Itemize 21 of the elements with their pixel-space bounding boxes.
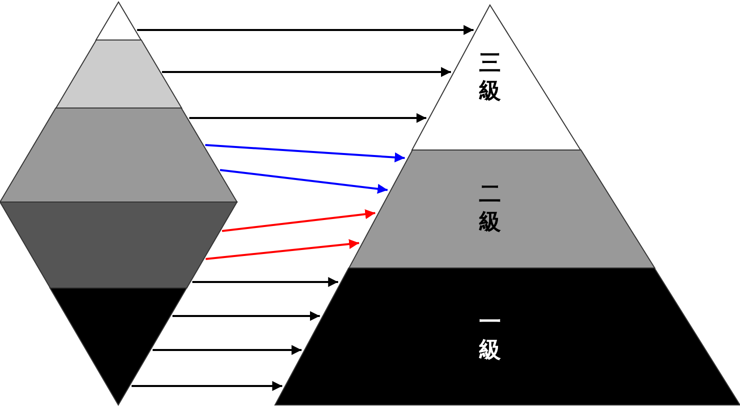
arrow	[222, 209, 376, 232]
pyramid-level	[412, 5, 581, 150]
arrow	[206, 239, 360, 260]
arrow	[192, 277, 338, 287]
diamond-band	[0, 202, 237, 288]
arrow	[152, 345, 302, 355]
level-label: 三級	[478, 50, 502, 106]
diamond-tip	[50, 288, 187, 405]
diamond-band	[0, 108, 237, 202]
pyramid-level	[275, 268, 740, 405]
level-label: 二級	[478, 181, 502, 237]
pyramid-level	[348, 150, 654, 268]
arrow	[189, 113, 426, 123]
arrow	[132, 381, 282, 391]
diamond-tip	[96, 2, 141, 40]
level-label: 一級	[478, 308, 502, 364]
arrow	[205, 144, 405, 162]
arrow	[162, 67, 451, 77]
arrow	[172, 311, 320, 321]
arrow	[137, 25, 474, 35]
arrow	[220, 169, 388, 194]
